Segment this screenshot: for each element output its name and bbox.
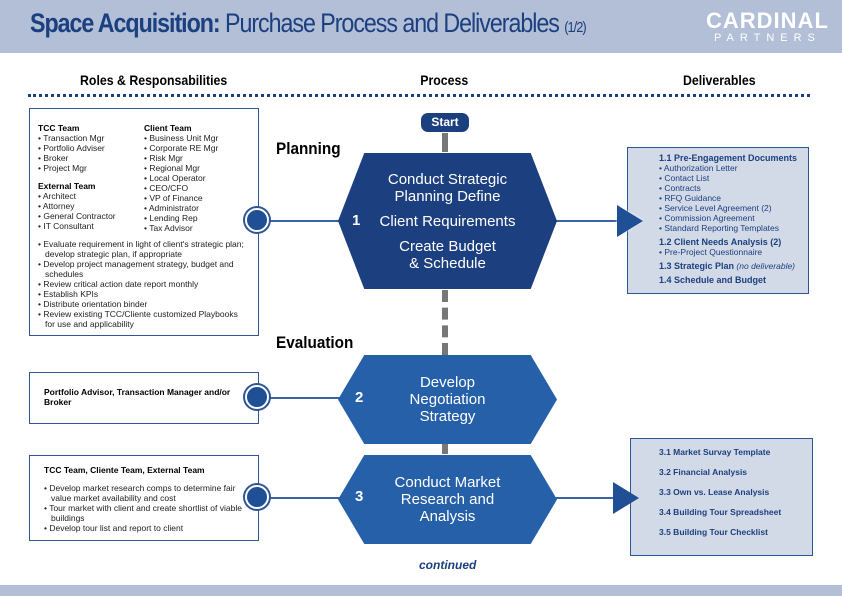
deliverable-item: 3.2 Financial Analysis <box>659 467 748 477</box>
list-item: Portfolio Adviser <box>38 143 144 153</box>
start-badge: Start <box>421 113 469 132</box>
flow-dash <box>442 290 454 355</box>
list-item: Authorization Letter <box>659 163 808 173</box>
list-item: Tax Advisor <box>144 223 218 233</box>
list-item: Lending Rep <box>144 213 218 223</box>
phase-planning: Planning <box>276 139 341 158</box>
header-bar <box>0 0 842 53</box>
step-number: 2 <box>355 389 364 406</box>
connector <box>260 397 340 399</box>
connector <box>260 220 340 222</box>
deliverable-item: 3.1 Market Survay Template <box>659 447 771 457</box>
node-circle <box>245 385 269 409</box>
deliverable-item: 3.5 Building Tour Checklist <box>659 527 768 537</box>
list-item: General Contractor <box>38 211 144 221</box>
step-number: 1 <box>352 212 361 229</box>
page-title: Space Acquisition: Purchase Process and … <box>30 8 587 38</box>
node-circle <box>245 485 269 509</box>
list-item: VP of Finance <box>144 193 218 203</box>
list-item: Administrator <box>144 203 218 213</box>
list-item: Business Unit Mgr <box>144 133 218 143</box>
footer-bar <box>0 585 842 596</box>
roles-box-3: TCC Team, Cliente Team, External TeamDev… <box>29 455 259 541</box>
list-item: Transaction Mgr <box>38 133 144 143</box>
list-item: Corporate RE Mgr <box>144 143 218 153</box>
list-item: Broker <box>38 153 144 163</box>
list-item: Contracts <box>659 183 808 193</box>
roles-heading: Roles & Responsabilities <box>80 72 228 88</box>
list-item: Develop project management strategy, bud… <box>38 259 250 279</box>
connector <box>555 220 620 222</box>
list-item: Project Mgr <box>38 163 144 173</box>
phase-evaluation: Evaluation <box>276 333 354 352</box>
divider <box>28 94 810 97</box>
deliverable-item: 3.4 Building Tour Spreadsheet <box>659 507 782 517</box>
list-item: Evaluate requirement in light of client'… <box>38 239 250 259</box>
flow-dash <box>442 133 454 152</box>
step-3-hexagon: Conduct Market Research and Analysis <box>338 455 557 544</box>
list-item: Develop tour list and report to client <box>44 523 244 533</box>
list-item: Risk Mgr <box>144 153 218 163</box>
deliverables-box-1: 1.1 Pre-Engagement DocumentsAuthorizatio… <box>627 147 809 294</box>
step-1-hexagon: Conduct Strategic Planning Define Client… <box>338 153 557 289</box>
connector <box>260 497 340 499</box>
roles-box-2: Portfolio Advisor, Transaction Manager a… <box>29 372 259 424</box>
deliverable-item: 3.3 Own vs. Lease Analysis <box>659 487 770 497</box>
list-item: CEO/CFO <box>144 183 218 193</box>
continued-label: continued <box>419 558 477 572</box>
deliverables-heading: Deliverables <box>682 72 756 88</box>
list-item: Develop market research comps to determi… <box>44 483 244 503</box>
list-item: Regional Mgr <box>144 163 218 173</box>
roles-box-1: TCC Team Transaction MgrPortfolio Advise… <box>29 108 259 336</box>
list-item: Pre-Project Questionnaire <box>659 247 808 257</box>
list-item: Review existing TCC/Cliente customized P… <box>38 309 250 329</box>
list-item: Distribute orientation binder <box>38 299 250 309</box>
step-2-hexagon: Develop Negotiation Strategy <box>338 355 557 444</box>
arrow-icon <box>613 482 639 514</box>
list-item: Architect <box>38 191 144 201</box>
step-number: 3 <box>355 488 364 505</box>
list-item: Standard Reporting Templates <box>659 223 808 233</box>
list-item: Establish KPIs <box>38 289 250 299</box>
list-item: Review critical action date report month… <box>38 279 250 289</box>
list-item: Attorney <box>38 201 144 211</box>
deliverables-box-3: 3.1 Market Survay Template 3.2 Financial … <box>630 438 813 556</box>
list-item: IT Consultant <box>38 221 144 231</box>
list-item: Service Level Agreement (2) <box>659 203 808 213</box>
connector <box>555 497 615 499</box>
list-item: Contact List <box>659 173 808 183</box>
flow-dash <box>442 444 454 454</box>
node-circle <box>245 208 269 232</box>
list-item: Commission Agreement <box>659 213 808 223</box>
list-item: Tour market with client and create short… <box>44 503 244 523</box>
process-heading: Process <box>420 72 469 88</box>
list-item: Local Operator <box>144 173 218 183</box>
list-item: RFQ Guidance <box>659 193 808 203</box>
arrow-icon <box>617 205 643 237</box>
